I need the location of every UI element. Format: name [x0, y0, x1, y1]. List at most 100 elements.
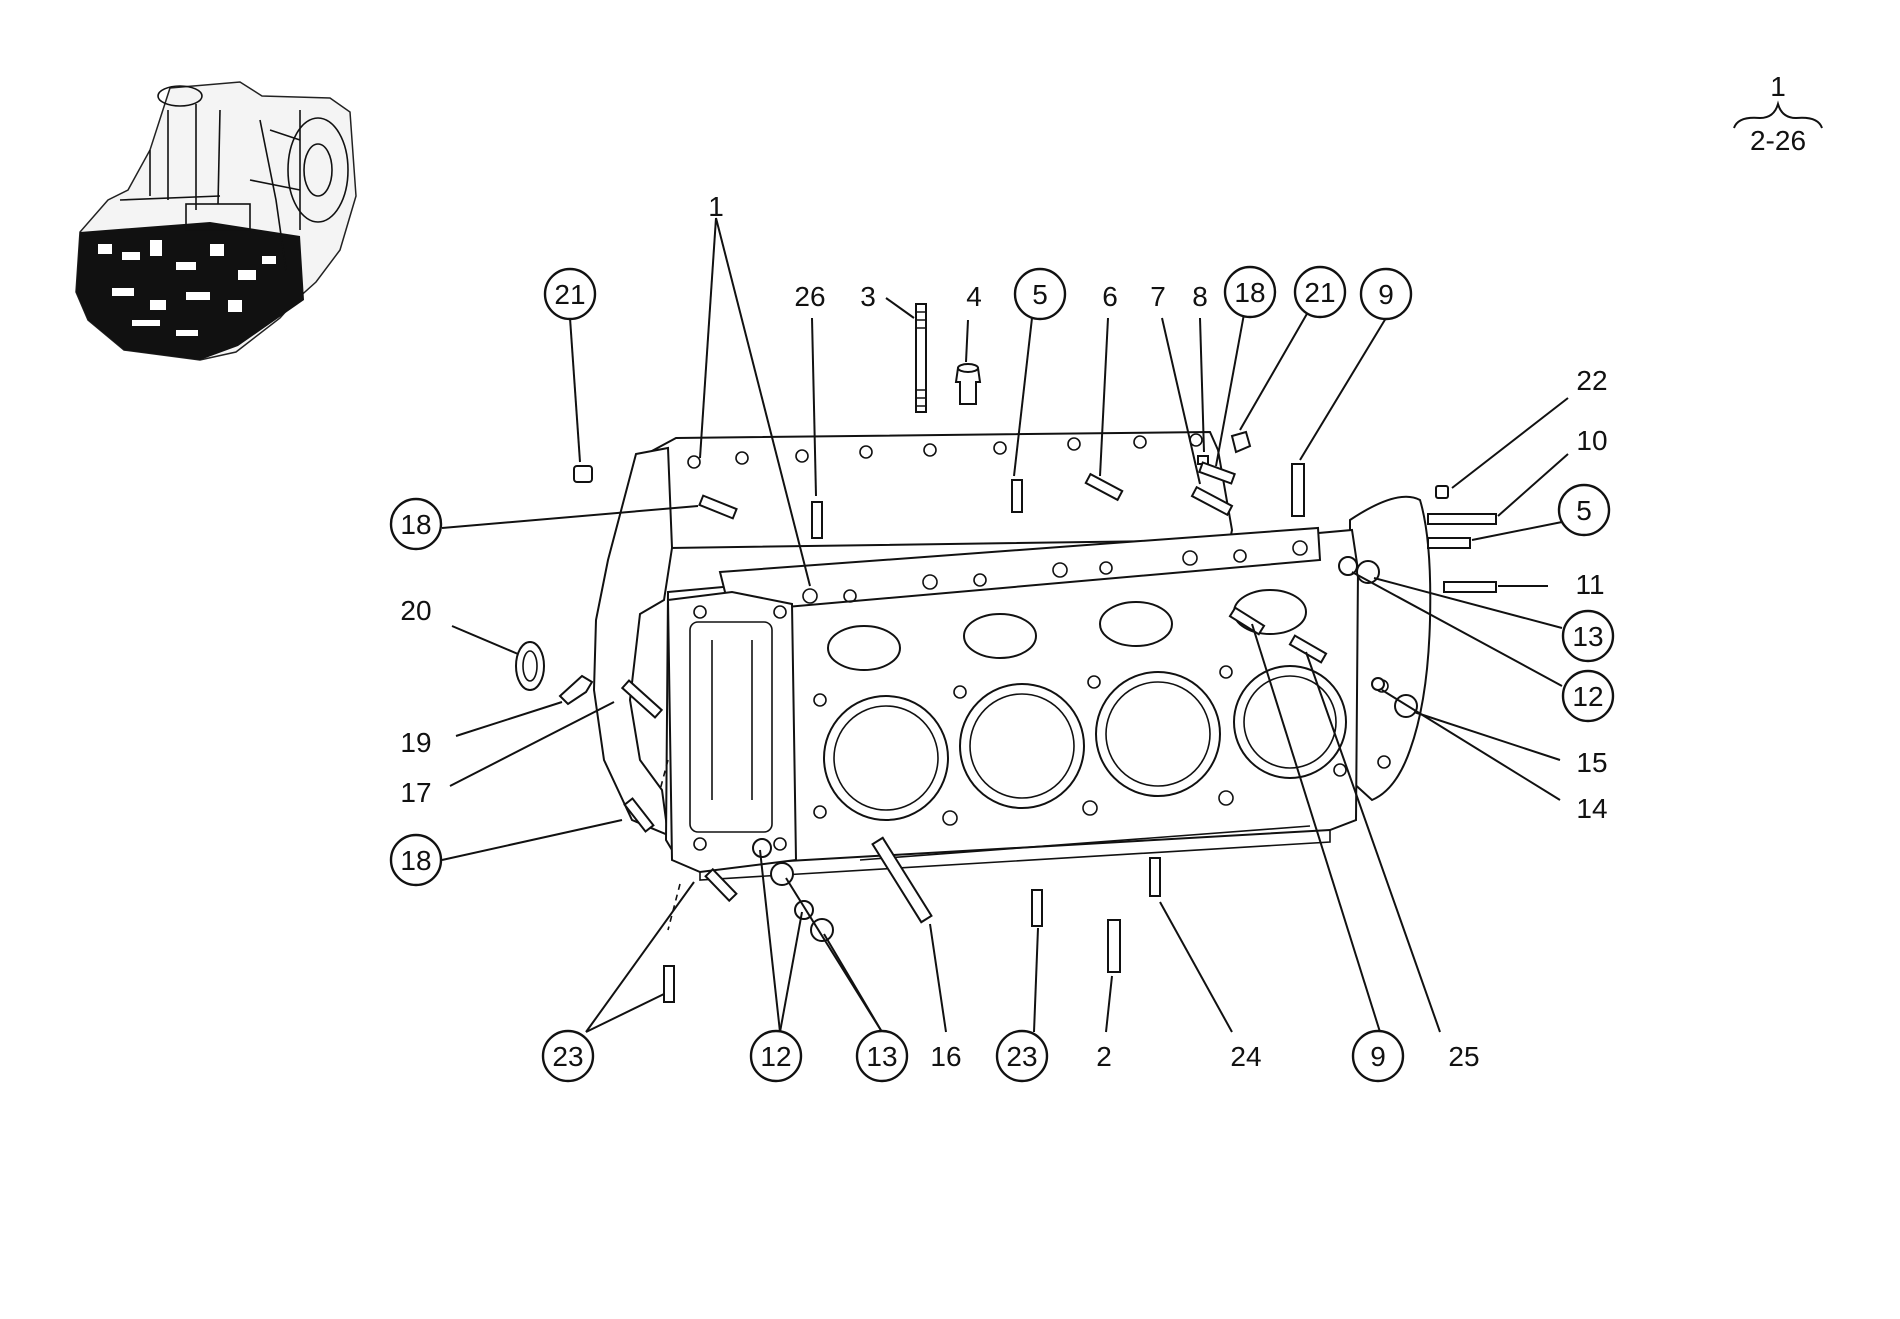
callout-2: 2 — [1096, 1041, 1112, 1072]
gasket-20 — [515, 641, 545, 691]
callout-circle — [543, 267, 597, 321]
plug-21-left — [573, 465, 593, 483]
hole-14 — [1371, 677, 1385, 691]
callout-6: 6 — [1102, 281, 1118, 312]
stud-9-top — [1291, 463, 1305, 517]
callout-circle — [389, 497, 443, 551]
callout-label: 9 — [1370, 1041, 1386, 1072]
stud-6 — [1084, 472, 1124, 502]
callout-8: 8 — [1192, 281, 1208, 312]
callout-label: 9 — [1378, 279, 1394, 310]
callout-9: 9 — [1359, 267, 1413, 321]
callout-circle — [389, 833, 443, 887]
callout-16: 16 — [930, 1041, 961, 1072]
stud-24 — [1149, 857, 1161, 897]
callout-13: 13 — [1561, 609, 1615, 663]
callout-label: 14 — [1576, 793, 1607, 824]
stud-26 — [811, 501, 823, 539]
group-brace — [1733, 100, 1823, 129]
stud-17 — [620, 679, 664, 719]
cylinder-bores — [823, 665, 1347, 821]
callout-circle — [1223, 265, 1277, 319]
sensor-19 — [558, 674, 594, 706]
callout-17: 17 — [400, 777, 431, 808]
plug-22 — [1435, 485, 1449, 499]
callout-18: 18 — [1223, 265, 1277, 319]
callout-circle — [749, 1029, 803, 1083]
callout-label: 4 — [966, 281, 982, 312]
callout-circle — [1561, 669, 1615, 723]
nut-13-lower-a — [770, 862, 794, 886]
callout-label: 19 — [400, 727, 431, 758]
callout-label: 25 — [1448, 1041, 1479, 1072]
nut-13-lower-b — [810, 918, 834, 942]
callout-label: 18 — [400, 509, 431, 540]
callout-24: 24 — [1230, 1041, 1261, 1072]
callout-21: 21 — [1293, 265, 1347, 319]
flywheel-housing — [1349, 495, 1432, 802]
callout-circle — [1359, 267, 1413, 321]
engine-thumbnail — [75, 81, 357, 361]
callout-circle — [1293, 265, 1347, 319]
callout-label: 10 — [1576, 425, 1607, 456]
callout-5: 5 — [1557, 483, 1611, 537]
stud-7 — [1190, 485, 1234, 517]
stud-23-center — [1031, 889, 1043, 927]
callout-label: 2 — [1096, 1041, 1112, 1072]
callout-label: 15 — [1576, 747, 1607, 778]
stud-18-top — [1198, 461, 1236, 485]
stud-16 — [871, 836, 933, 924]
stud-23-left-upper — [704, 867, 738, 903]
callout-12: 12 — [749, 1029, 803, 1083]
rear-bank-ports — [827, 589, 1307, 671]
callout-circle — [995, 1029, 1049, 1083]
callout-18: 18 — [389, 833, 443, 887]
stud-5-right — [1427, 537, 1471, 549]
callout-label: 18 — [1234, 277, 1265, 308]
callout-label: 12 — [760, 1041, 791, 1072]
washer-12-right — [1338, 556, 1358, 576]
callout-label: 18 — [400, 845, 431, 876]
callout-5: 5 — [1013, 267, 1067, 321]
small-parts — [515, 303, 1497, 1003]
callout-label: 23 — [552, 1041, 583, 1072]
callout-circle — [1351, 1029, 1405, 1083]
callout-23: 23 — [995, 1029, 1049, 1083]
callout-label: 20 — [400, 595, 431, 626]
callout-13: 13 — [855, 1029, 909, 1083]
callout-25: 25 — [1448, 1041, 1479, 1072]
stud-3 — [915, 303, 927, 413]
stud-2 — [1107, 919, 1121, 973]
stud-11 — [1443, 581, 1497, 593]
engine-block — [592, 430, 1432, 931]
callout-22: 22 — [1576, 365, 1607, 396]
callout-circle — [855, 1029, 909, 1083]
rear-rail-bolt-holes — [687, 433, 1203, 469]
stud-5-top — [1011, 479, 1023, 513]
block-front-flange — [666, 590, 798, 874]
callout-label: 12 — [1572, 681, 1603, 712]
callout-label: 16 — [930, 1041, 961, 1072]
callout-18: 18 — [389, 497, 443, 551]
stud-9-lower — [1228, 606, 1266, 636]
stud-10 — [1427, 513, 1497, 525]
callout-9: 9 — [1351, 1029, 1405, 1083]
callout-10: 10 — [1576, 425, 1607, 456]
block-left-end-wall — [592, 446, 674, 837]
callout-circle — [1561, 609, 1615, 663]
callout-label: 22 — [1576, 365, 1607, 396]
callout-11: 11 — [1575, 569, 1604, 600]
callout-15: 15 — [1576, 747, 1607, 778]
group-reference: 1 2-26 — [1733, 71, 1823, 156]
callout-label: 1 — [708, 191, 724, 222]
plug-21-right — [1230, 430, 1252, 454]
callout-label: 17 — [400, 777, 431, 808]
callout-label: 21 — [554, 279, 585, 310]
callout-label: 6 — [1102, 281, 1118, 312]
callout-label: 11 — [1575, 569, 1604, 600]
callout-circle — [1557, 483, 1611, 537]
stud-18-left — [698, 494, 738, 520]
group-range: 2-26 — [1750, 125, 1806, 156]
